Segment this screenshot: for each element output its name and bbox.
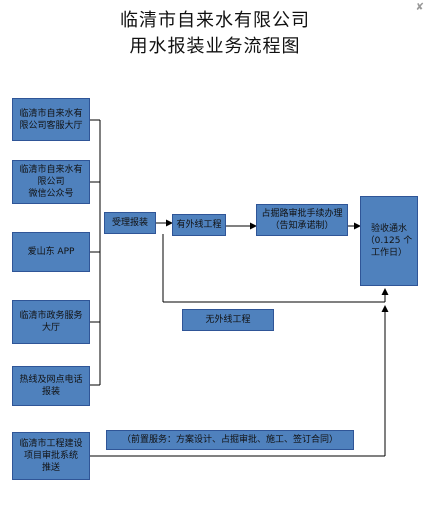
chart-title: 临清市自来水有限公司 [120, 10, 310, 31]
step-pre-service-label: （前置服务：方案设计、占掘审批、施工、签订合同） [121, 435, 338, 445]
channel-wechat: 临清市自来水有 限公司 微信公众号 [12, 160, 90, 204]
channel-wechat-label: 临清市自来水有 限公司 微信公众号 [19, 165, 83, 199]
step-permit: 占掘路审批手续办理 （告知承诺制） [256, 204, 348, 236]
channel-service-hall: 临清市自来水有 限公司客服大厅 [12, 98, 90, 141]
step-pre-service: （前置服务：方案设计、占掘审批、施工、签订合同） [106, 430, 354, 450]
step-no-external-project-label: 无外线工程 [205, 315, 251, 325]
step-acceptance: 验收通水 （0.125 个 工作日） [360, 196, 418, 286]
channel-app-label: 爱山东 APP [27, 247, 75, 257]
step-no-external-project: 无外线工程 [182, 309, 274, 331]
channel-hotline: 热线及网点电话 报装 [12, 366, 90, 406]
channel-gov-hall-label: 临清市政务服务 大厅 [19, 311, 83, 333]
step-permit-label: 占掘路审批手续办理 （告知承诺制） [261, 209, 343, 231]
channel-project-system-label: 临清市工程建设 项目审批系统 推送 [19, 439, 83, 473]
channel-hotline-label: 热线及网点电话 报装 [19, 375, 83, 397]
step-accept: 受理报装 [104, 212, 156, 234]
chart-subtitle: 用水报装业务流程图 [129, 36, 301, 57]
corner-mark: ✘ [415, 2, 424, 13]
channel-project-system: 临清市工程建设 项目审批系统 推送 [12, 432, 90, 480]
step-accept-label: 受理报装 [111, 218, 148, 228]
channel-gov-hall: 临清市政务服务 大厅 [12, 300, 90, 344]
step-external-project-label: 有外线工程 [176, 220, 222, 230]
step-acceptance-label: 验收通水 （0.125 个 工作日） [365, 224, 413, 258]
channel-service-hall-label: 临清市自来水有 限公司客服大厅 [19, 108, 83, 131]
channel-app: 爱山东 APP [12, 232, 90, 272]
step-external-project: 有外线工程 [172, 214, 226, 236]
